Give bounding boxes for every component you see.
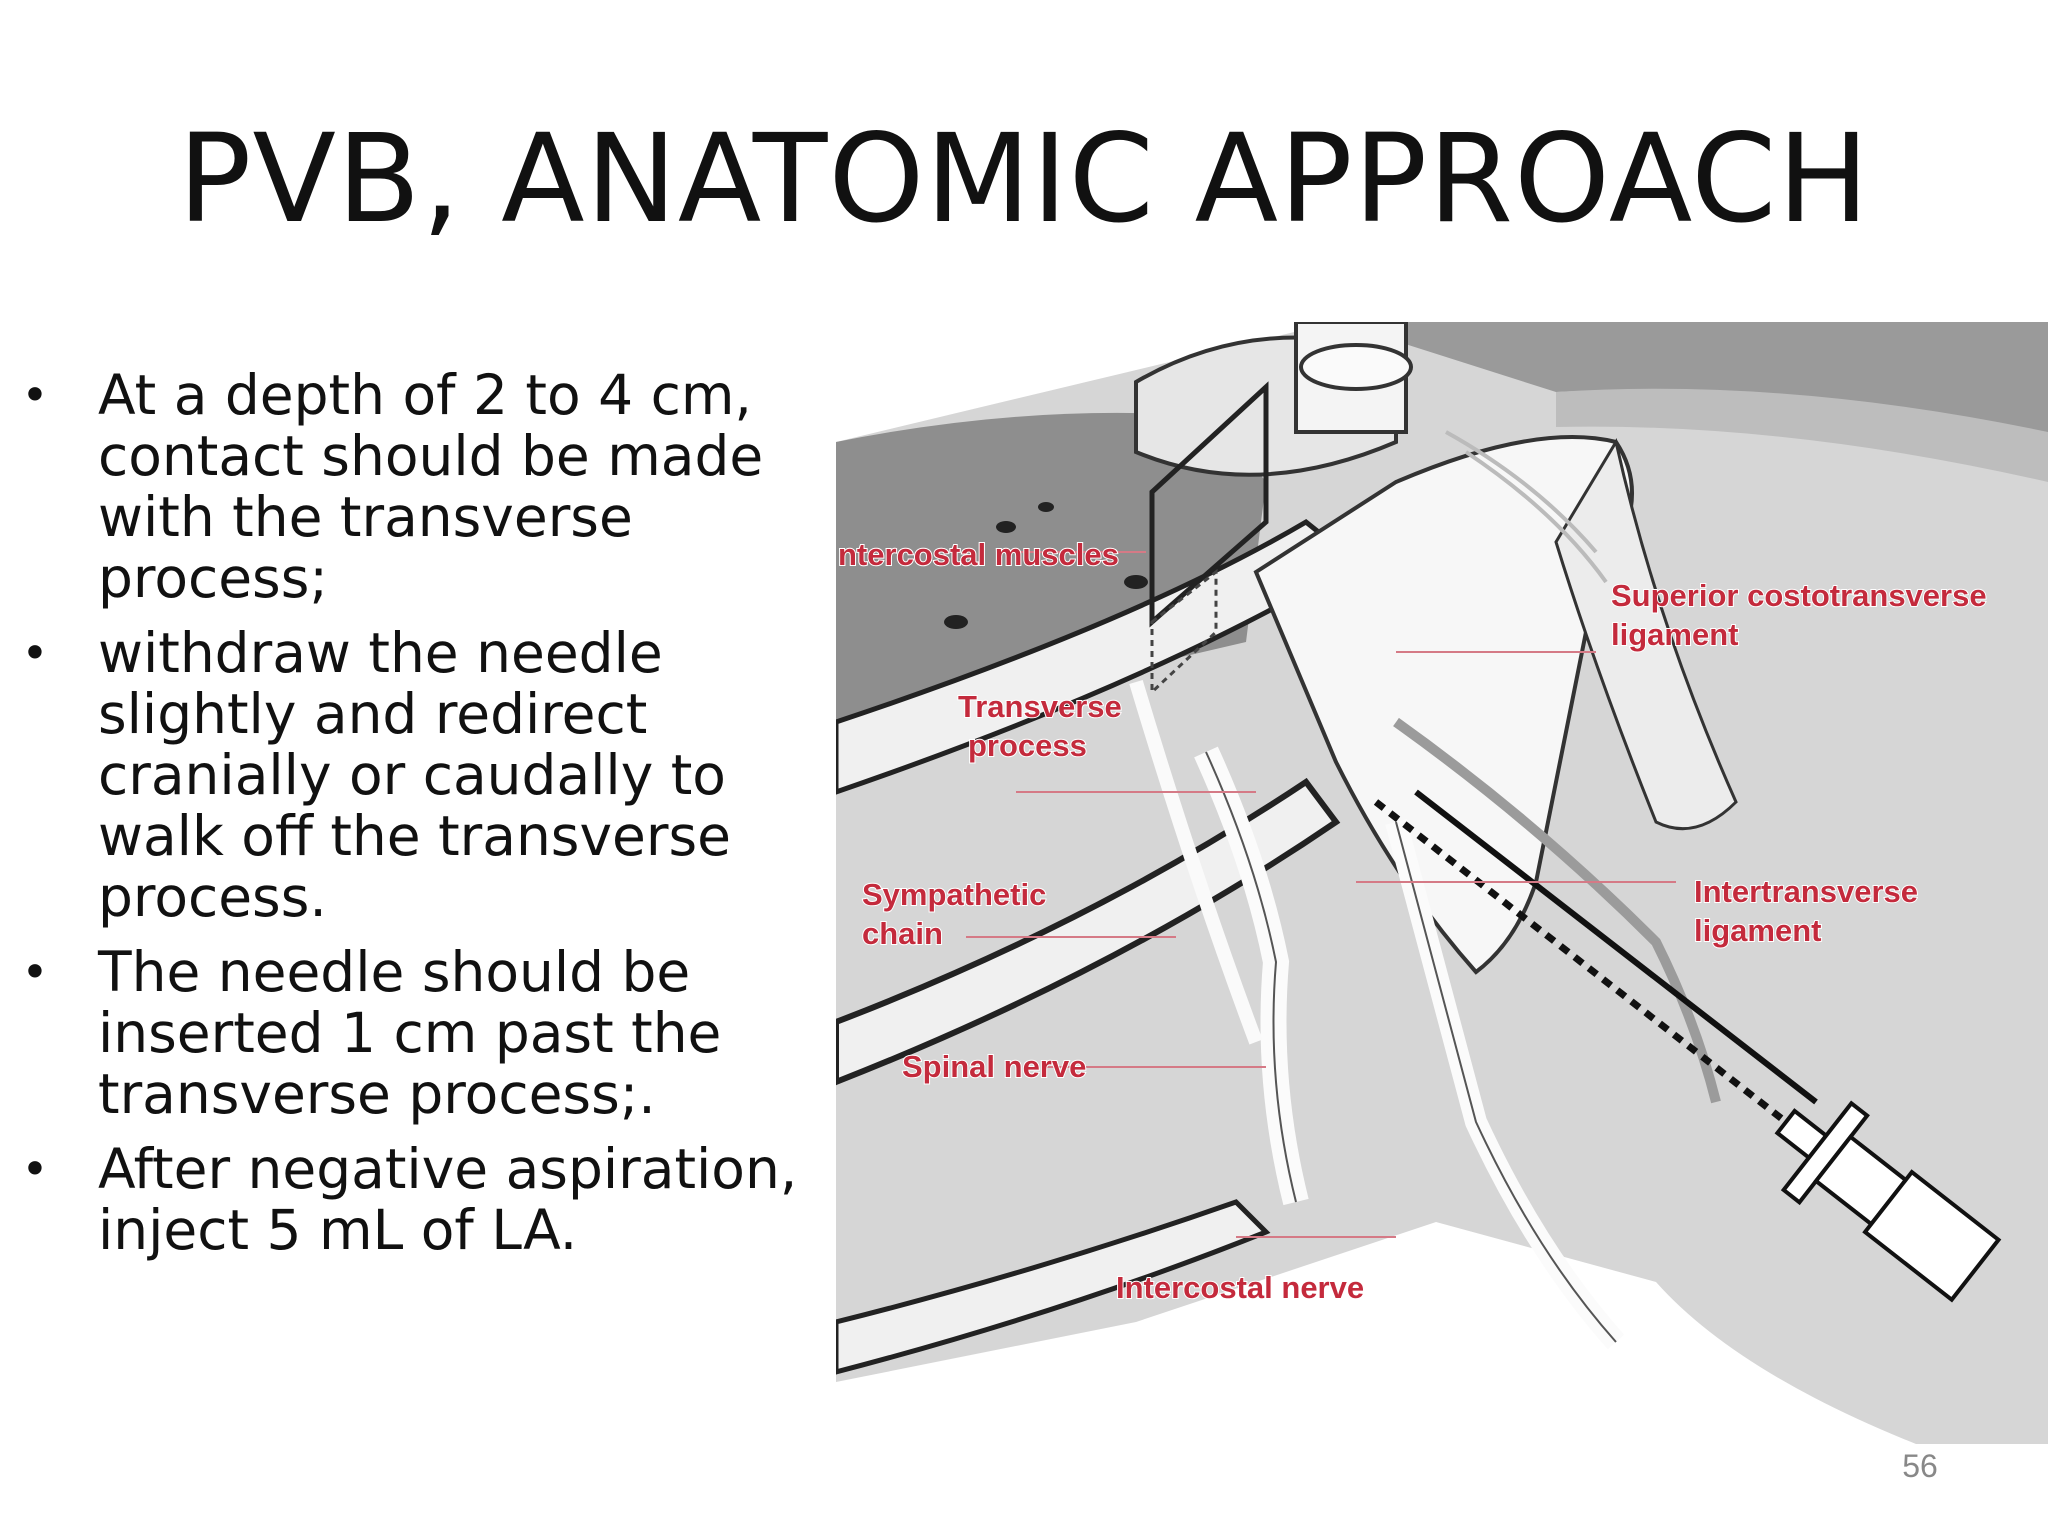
spinal-cord [1299,343,1413,391]
bullet-line: cranially or caudally to [98,743,726,807]
syringe-icon [1774,1100,2002,1303]
label-superior-costotransverse-line2: ligament [1611,617,1738,652]
rib-lower [836,1199,1271,1375]
fascia-layer [1556,388,2048,482]
needle-shaft [1414,789,1818,1105]
needle-redirect-path [1373,799,1789,1125]
vessel-mark [1038,502,1054,512]
vessel-mark [996,521,1016,533]
bullet-line: walk off the transverse [98,804,731,868]
label-intercostal-nerve: Intercostal nerve [1116,1270,1364,1305]
page-number: 56 [1902,1448,1938,1484]
bullet-item: • After negative aspiration, inject 5 mL… [20,1139,840,1261]
bullet-dot-icon: • [21,945,49,999]
label-sympathetic-chain-line2: chain [862,916,943,951]
bullet-line: contact should be made [98,424,764,488]
bullet-line: The needle should be [98,940,691,1004]
bullet-line: process; [98,546,328,610]
bullet-dot-icon: • [21,368,49,422]
label-intercostal-muscles: ntercostal muscles [838,537,1119,572]
bullet-item: • withdraw the needle slightly and redir… [20,623,840,928]
bullet-line: process. [98,865,327,929]
spinal-nerve-outline [1205,751,1297,1203]
paravertebral-space-box [1149,381,1269,628]
vessel-mark [1124,575,1148,589]
bullet-line: withdraw the needle [98,621,663,685]
bullet-line: transverse process;. [98,1062,656,1126]
label-transverse-process: Transverse [958,689,1122,724]
vessel-mark [944,615,968,629]
bullet-list: • At a depth of 2 to 4 cm, contact shoul… [20,365,840,1275]
label-spinal-nerve: Spinal nerve [902,1049,1086,1084]
paravertebral-anatomy-drawing: ntercostal muscles Superior costotransve… [836,322,2048,1444]
label-intertransverse-ligament: Intertransverse [1694,874,1918,909]
slide-title: PVB, ANATOMIC APPROACH [177,108,1871,250]
bullet-line: inject 5 mL of LA. [98,1198,578,1262]
bullet-line: At a depth of 2 to 4 cm, [98,363,752,427]
bullet-dot-icon: • [21,626,49,680]
bullet-line: After negative aspiration, [98,1137,798,1201]
superior-articular-process [1554,438,1738,831]
intertransverse-ligament [1393,717,1721,1104]
rib-middle [836,777,1341,1086]
label-superior-costotransverse: Superior costotransverse [1611,578,1987,613]
sympathetic-chain [1129,679,1263,1045]
intercostal-nerve-outline [1395,821,1617,1343]
label-transverse-process-line2: process [968,728,1087,763]
bullet-item: • The needle should be inserted 1 cm pas… [20,942,840,1125]
bullet-line: slightly and redirect [98,682,648,746]
superior-costotransverse-ligament-fibre [1464,450,1608,584]
superior-costotransverse-ligament [1445,430,1598,554]
bullet-line: with the transverse [98,485,633,549]
label-sympathetic-chain: Sympathetic [862,877,1046,912]
bullet-dot-icon: • [21,1142,49,1196]
skin-layer [1336,322,2048,442]
bullet-line: inserted 1 cm past the [98,1001,722,1065]
anatomy-illustration: ntercostal muscles Superior costotransve… [836,322,2048,1444]
bullet-item: • At a depth of 2 to 4 cm, contact shoul… [20,365,840,609]
label-intertransverse-ligament-line2: ligament [1694,913,1821,948]
